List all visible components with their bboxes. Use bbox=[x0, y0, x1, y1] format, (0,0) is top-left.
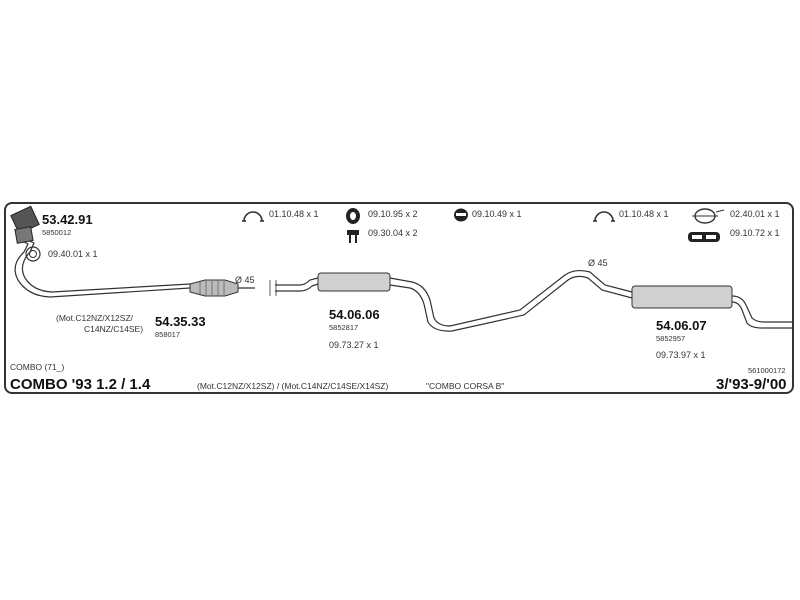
oe-number-4: 5852957 bbox=[656, 334, 686, 343]
clamp-icon bbox=[242, 211, 264, 222]
accessory-label-5: 09.10.49 x 1 bbox=[472, 209, 522, 219]
tailpipe bbox=[731, 295, 792, 329]
engine-codes: (Mot.C12NZ/X12SZ) / (Mot.C14NZ/C14SE/X14… bbox=[197, 381, 389, 391]
accessory-label-4: 09.30.04 x 2 bbox=[368, 228, 418, 238]
ref-label-3: 09.73.27 x 1 bbox=[329, 340, 379, 350]
clamp-icon-2 bbox=[593, 211, 615, 222]
rubber-strap-icon bbox=[688, 232, 720, 242]
part-number-4: 54.06.07 bbox=[656, 318, 707, 333]
middle-pipe bbox=[269, 277, 319, 296]
rear-muffler bbox=[631, 285, 733, 309]
oe-number-3: 5852817 bbox=[329, 323, 359, 332]
accessory-label-8: 09.10.72 x 1 bbox=[730, 228, 780, 238]
manifold-flange bbox=[10, 205, 40, 244]
diameter-label-2: Ø 45 bbox=[588, 258, 608, 268]
engine-note-line1: (Mot.C12NZ/X12SZ/ bbox=[56, 313, 133, 323]
engine-note-line2: C14NZ/C14SE) bbox=[84, 324, 144, 334]
variant-name: "COMBO CORSA B" bbox=[426, 381, 505, 391]
model-title: COMBO '93 1.2 / 1.4 bbox=[10, 376, 151, 393]
rubber-mount-icon bbox=[346, 208, 360, 224]
accessory-label-1: 09.40.01 x 1 bbox=[48, 249, 98, 259]
diameter-label-1: Ø 45 bbox=[235, 275, 255, 285]
oe-number-1: 5850012 bbox=[42, 228, 72, 237]
rear-pipe bbox=[389, 269, 633, 332]
bolt-kit-icon bbox=[347, 230, 359, 243]
hanger-ring-icon bbox=[692, 208, 725, 224]
model-small: COMBO (71_) bbox=[10, 362, 65, 372]
catalytic-converter bbox=[189, 279, 255, 297]
ref-label-4: 09.73.97 x 1 bbox=[656, 350, 706, 360]
ring-mount-icon bbox=[454, 208, 468, 222]
oe-number-2: 858017 bbox=[155, 330, 181, 339]
part-number-3: 54.06.06 bbox=[329, 307, 380, 322]
accessory-label-6: 01.10.48 x 1 bbox=[619, 209, 669, 219]
part-number-2: 54.35.33 bbox=[155, 314, 206, 329]
center-muffler bbox=[317, 272, 391, 292]
diagram-frame bbox=[4, 202, 794, 394]
accessory-label-2: 01.10.48 x 1 bbox=[269, 209, 319, 219]
kit-code: 561000172 bbox=[748, 366, 786, 375]
gasket-icon bbox=[25, 246, 41, 262]
accessory-label-3: 09.10.95 x 2 bbox=[368, 209, 418, 219]
front-pipe bbox=[14, 239, 191, 298]
accessory-label-7: 02.40.01 x 1 bbox=[730, 209, 780, 219]
part-number-1: 53.42.91 bbox=[42, 212, 93, 227]
year-range: 3/'93-9/'00 bbox=[716, 376, 787, 393]
